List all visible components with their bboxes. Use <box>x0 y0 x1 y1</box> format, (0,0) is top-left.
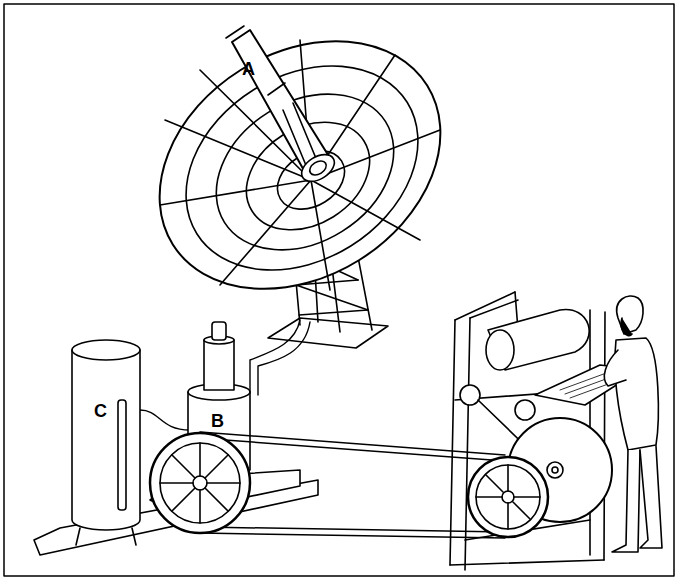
part-label: B <box>211 412 224 430</box>
operator <box>604 296 662 552</box>
receiver <box>226 26 339 187</box>
pulley <box>468 457 548 537</box>
engine <box>150 322 300 512</box>
part-label: A <box>242 60 255 78</box>
flywheel <box>150 433 250 533</box>
solar-dish <box>113 0 486 339</box>
part-label: C <box>94 402 107 420</box>
printing-press <box>450 292 640 570</box>
tank <box>72 340 140 545</box>
